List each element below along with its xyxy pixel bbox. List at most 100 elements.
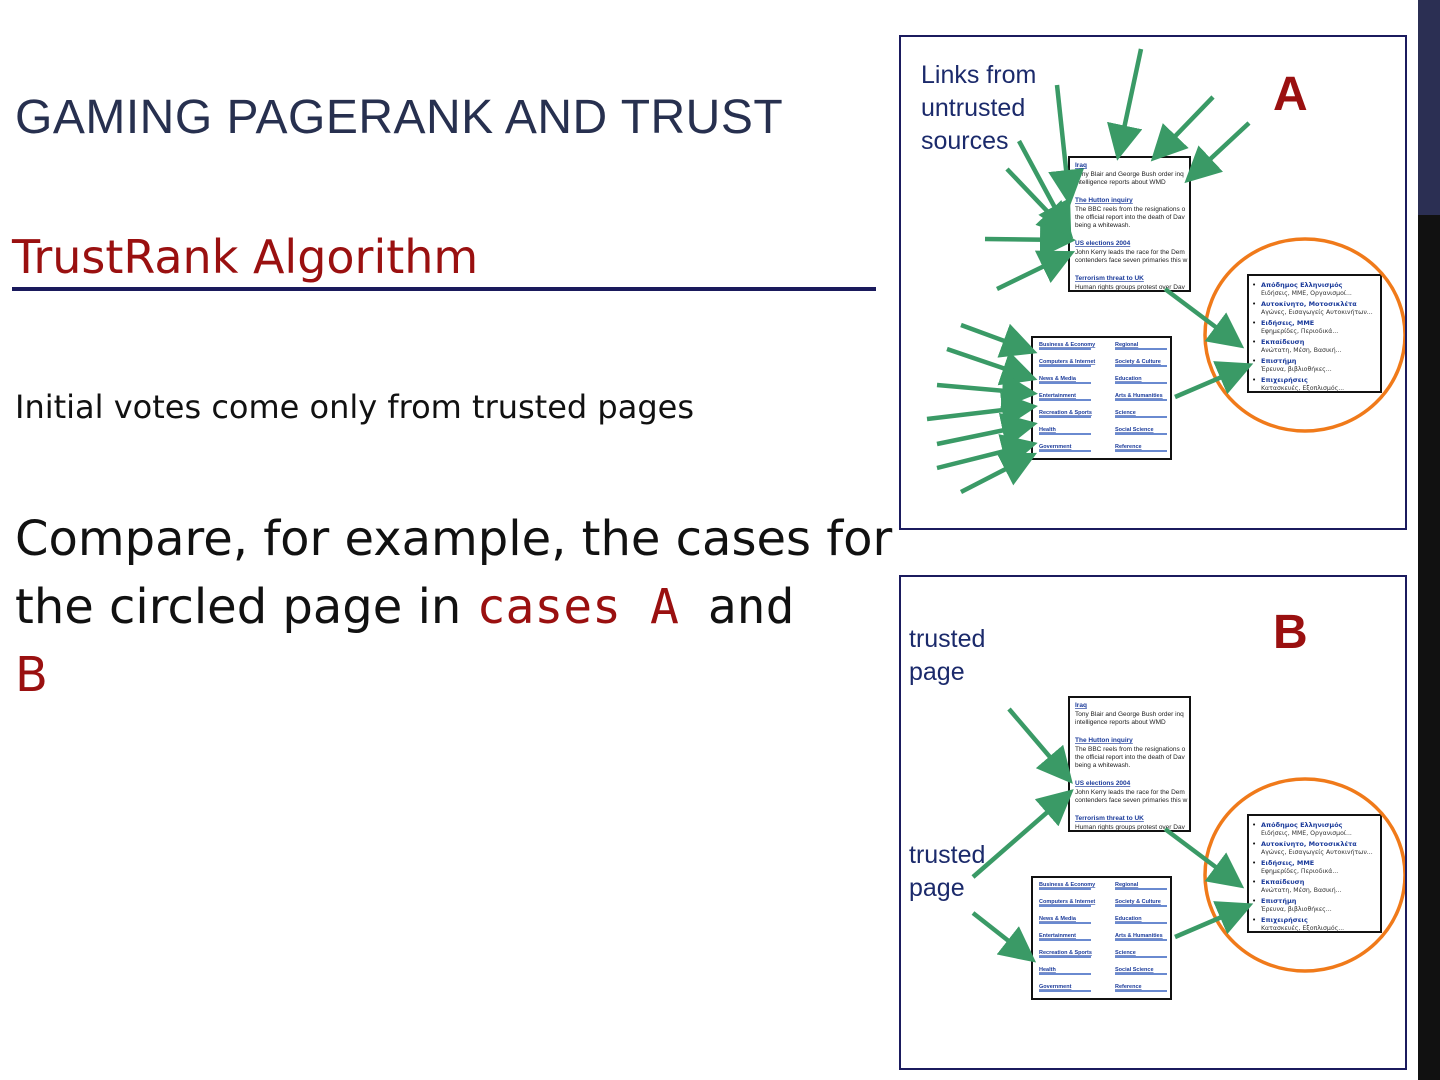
directory-right-sublinks [1115,416,1167,418]
greek-item: Αυτοκίνητο, Μοτοσικλέτα [1261,300,1357,308]
directory-left-item: News & Media [1039,376,1077,382]
para-text: Compare, for example, the cases for the … [15,511,893,635]
directory-right-item: Regional [1115,342,1139,348]
directory-right-item: Society & Culture [1115,899,1161,905]
news-t4: Human rights groups protest over Dav [1075,284,1186,291]
greek-item: Ειδήσεις, ΜΜΕ [1261,859,1314,867]
subtitle-underline [12,287,876,291]
greek-sub: Έρευνα, βιβλιοθήκες... [1260,905,1332,913]
directory-left-sublinks [1039,905,1091,907]
directory-right-item: Reference [1115,444,1142,450]
greek-sub: Αγώνες, Εισαγωγείς Αυτοκινήτων... [1261,848,1373,856]
label-untrusted-line3: sources [921,127,1009,155]
greek-bullet: • [1252,300,1256,308]
greek-item: Ειδήσεις, ΜΜΕ [1261,319,1314,327]
directory-left-sublinks [1039,922,1091,924]
directory-left-item: Computers & Internet [1039,359,1095,365]
directory-left-sublinks [1039,956,1091,958]
greek-sub: Κατασκευές, Εξοπλισμός... [1261,384,1344,392]
directory-right-item: Arts & Humanities [1115,393,1163,399]
news-h4: Terrorism threat to UK [1075,275,1144,282]
directory-right-sublinks [1115,365,1167,367]
news-h3: US elections 2004 [1075,240,1131,247]
greek-item: Επιστήμη [1261,897,1297,905]
directory-right-item: Science [1115,410,1136,416]
news-b-t4: Human rights groups protest over Dav [1075,824,1186,831]
news-b-h2: The Hutton inquiry [1075,737,1133,744]
directory-right-sublinks [1115,905,1167,907]
greek-sub: Εφημερίδες, Περιοδικά... [1261,867,1338,875]
arrows-a [926,48,1254,495]
directory-left-sublinks [1039,888,1091,890]
news-b-t2: The BBC reels from the resignations o [1075,746,1186,753]
news-b-t1b: intelligence reports about WMD [1075,719,1166,726]
directory-right-sublinks [1115,990,1167,992]
news-t2c: being a whitewash. [1075,222,1130,229]
comparison-paragraph: Compare, for example, the cases for the … [15,505,905,709]
directory-left-item: Health [1039,967,1056,973]
news-t3: John Kerry leads the race for the Dem [1075,249,1185,256]
right-edge-accent [1418,0,1440,215]
directory-left-item: Recreation & Sports [1039,410,1092,416]
greek-sub: Έρευνα, βιβλιοθήκες... [1260,365,1332,373]
directory-left-item: Health [1039,427,1056,433]
directory-right-item: Social Science [1115,427,1154,433]
greek-sub: Ειδήσεις, ΜΜΕ, Οργανισμοί... [1261,289,1352,297]
directory-right-sublinks [1115,973,1167,975]
greek-item: Απόδημος Ελληνισμός [1261,281,1343,289]
news-h2: The Hutton inquiry [1075,197,1133,204]
para-and: and [678,579,795,635]
arrows-b [971,707,1254,963]
directory-left-item: Entertainment [1039,393,1076,399]
directory-right-sublinks [1115,348,1167,350]
greek-sub: Ανώτατη, Μέση, Βασική... [1261,886,1342,894]
directory-left-item: News & Media [1039,916,1077,922]
directory-right-item: Arts & Humanities [1115,933,1163,939]
greek-bullet: • [1252,878,1256,886]
news-t3b: contenders face seven primaries this w [1075,257,1188,264]
directory-right-item: Society & Culture [1115,359,1161,365]
news-page-a: Iraq Tony Blair and George Bush order in… [1068,156,1191,292]
directory-right-sublinks [1115,888,1167,890]
greek-sub: Ειδήσεις, ΜΜΕ, Οργανισμοί... [1261,829,1352,837]
greek-sub: Αγώνες, Εισαγωγείς Αυτοκινήτων... [1261,308,1373,316]
greek-item: Απόδημος Ελληνισμός [1261,821,1343,829]
label-untrusted-line2: untrusted [921,94,1026,122]
greek-item: Αυτοκίνητο, Μοτοσικλέτα [1261,840,1357,848]
slide-title: GAMING PAGERANK AND TRUST [15,91,784,144]
label-trusted-1: trusted page [909,623,985,689]
directory-left-sublinks [1039,973,1091,975]
news-t1: Tony Blair and George Bush order inq [1075,171,1184,178]
news-b-h4: Terrorism threat to UK [1075,815,1144,822]
directory-right-sublinks [1115,922,1167,924]
label-untrusted: Links from untrusted sources [921,59,1036,158]
news-b-h1: Iraq [1075,702,1087,709]
greek-sub: Εφημερίδες, Περιοδικά... [1261,327,1338,335]
diagram-a-svg: Iraq Tony Blair and George Bush order in… [926,48,1405,495]
greek-bullet: • [1252,376,1256,384]
para-highlight: cases A [476,579,679,635]
news-b-t2c: being a whitewash. [1075,762,1130,769]
panel-letter-b: B [1273,606,1308,659]
directory-right-item: Social Science [1115,967,1154,973]
directory-right-sublinks [1115,450,1167,452]
news-b-t1: Tony Blair and George Bush order inq [1075,711,1184,718]
directory-right-item: Education [1115,916,1142,922]
news-b-t3b: contenders face seven primaries this w [1075,797,1188,804]
directory-right-item: Reference [1115,984,1142,990]
slide-subtitle: TrustRank Algorithm [12,230,479,284]
news-b-h3: US elections 2004 [1075,780,1131,787]
directory-right-sublinks [1115,399,1167,401]
greek-bullet: • [1252,319,1256,327]
para-b: B [15,647,48,703]
directory-left-sublinks [1039,450,1091,452]
directory-left-item: Business & Economy [1039,342,1096,348]
directory-right-sublinks [1115,382,1167,384]
greek-item: Επιστήμη [1261,357,1297,365]
directory-left-sublinks [1039,399,1091,401]
directory-left-item: Government [1039,984,1072,990]
greek-sub: Ανώτατη, Μέση, Βασική... [1261,346,1342,354]
